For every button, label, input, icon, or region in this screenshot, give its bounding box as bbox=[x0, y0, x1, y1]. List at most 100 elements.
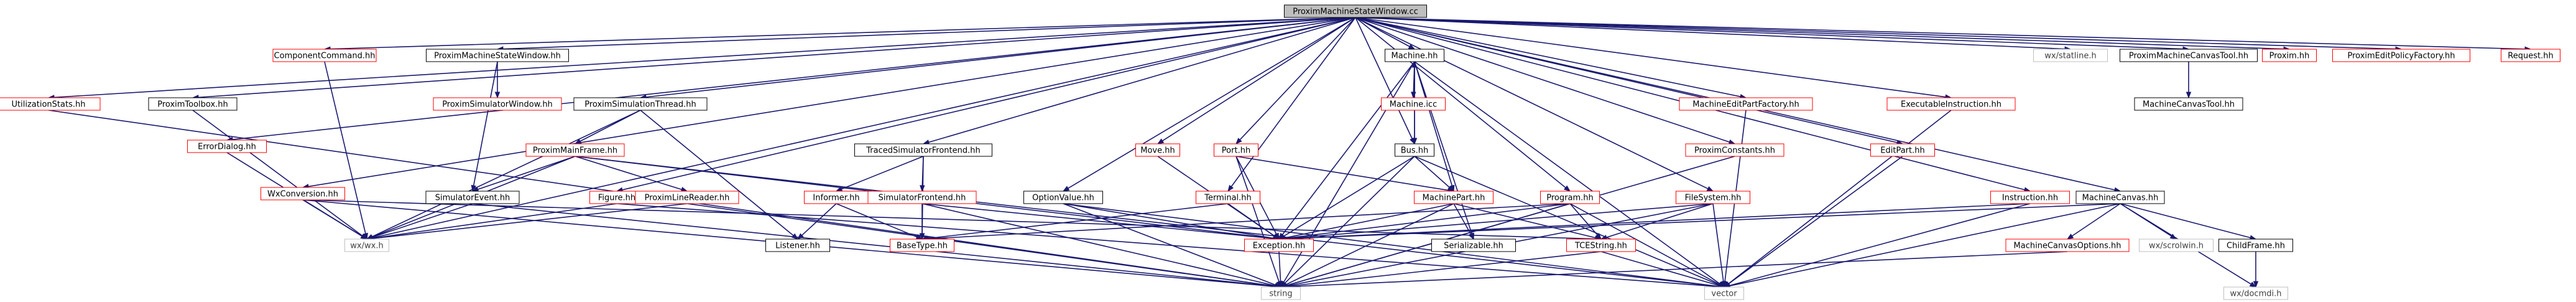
node-execinstr[interactable]: ExecutableInstruction.hh bbox=[1886, 97, 2016, 111]
edge-childframe-to-wxdocmdi bbox=[2253, 252, 2259, 288]
edge-arrowhead bbox=[919, 233, 925, 240]
node-terminal[interactable]: Terminal.hh bbox=[1196, 191, 1260, 204]
node-label: wx/docmdi.h bbox=[2230, 290, 2282, 299]
edge-execinstr-to-vector bbox=[1723, 110, 1952, 288]
edge-root-to-figure bbox=[616, 17, 1356, 192]
edge-line bbox=[1453, 203, 1596, 238]
node-root: ProximMachineStateWindow.cc bbox=[1284, 4, 1427, 18]
edge-machinepart-to-serializable bbox=[1453, 203, 1474, 240]
node-label: TCEString.hh bbox=[1574, 242, 1627, 251]
node-wxconversion[interactable]: WxConversion.hh bbox=[261, 187, 345, 201]
edge-arrowhead bbox=[1235, 138, 1242, 145]
node-mco[interactable]: MachineCanvasOptions.hh bbox=[2005, 238, 2130, 252]
node-machinepart[interactable]: MachinePart.hh bbox=[1414, 191, 1493, 204]
node-listener[interactable]: Listener.hh bbox=[765, 238, 830, 252]
node-box bbox=[433, 97, 562, 111]
node-machineicc[interactable]: Machine.icc bbox=[1381, 97, 1446, 111]
edge-line bbox=[1355, 17, 2184, 50]
edge-line bbox=[686, 203, 1276, 287]
node-machine[interactable]: Machine.hh bbox=[1385, 49, 1444, 62]
node-box bbox=[2501, 49, 2560, 62]
node-mepf[interactable]: MachineEditPartFactory.hh bbox=[1679, 97, 1813, 111]
node-box bbox=[1135, 143, 1180, 157]
node-component[interactable]: ComponentCommand.hh bbox=[272, 49, 377, 62]
edge-line bbox=[371, 110, 641, 237]
edge-line bbox=[1286, 251, 1602, 287]
node-box bbox=[2033, 49, 2108, 62]
node-informer[interactable]: Informer.hh bbox=[804, 191, 869, 204]
node-box bbox=[2134, 97, 2243, 111]
node-box bbox=[1284, 4, 1427, 18]
edge-line bbox=[1600, 251, 1719, 286]
node-program[interactable]: Program.hh bbox=[1540, 191, 1600, 204]
edge-line bbox=[1414, 61, 1472, 234]
node-port[interactable]: Port.hh bbox=[1214, 143, 1258, 157]
node-plr[interactable]: ProximLineReader.hh bbox=[635, 191, 739, 204]
node-box bbox=[525, 143, 625, 157]
node-label: Serializable.hh bbox=[1444, 242, 1503, 251]
node-instruction[interactable]: Instruction.hh bbox=[1990, 191, 2070, 204]
node-filesystem[interactable]: FileSystem.hh bbox=[1676, 191, 1750, 204]
node-box bbox=[2005, 238, 2130, 252]
edge-line bbox=[1284, 203, 1571, 239]
edge-line bbox=[1285, 203, 1454, 285]
node-box bbox=[2075, 191, 2165, 204]
node-utilization[interactable]: UtilizationStats.hh bbox=[0, 97, 101, 111]
node-pepf[interactable]: ProximEditPolicyFactory.hh bbox=[2332, 49, 2470, 62]
node-bus[interactable]: Bus.hh bbox=[1395, 143, 1434, 157]
node-box bbox=[1261, 286, 1301, 300]
node-proximconst[interactable]: ProximConstants.hh bbox=[1685, 143, 1784, 157]
node-figure[interactable]: Figure.hh bbox=[589, 191, 644, 204]
edge-arrowhead bbox=[2186, 92, 2192, 99]
node-pmsw[interactable]: ProximMachineStateWindow.hh bbox=[426, 49, 569, 62]
edge-line bbox=[1284, 156, 1415, 284]
node-pst[interactable]: ProximSimulationThread.hh bbox=[573, 97, 708, 111]
node-box bbox=[0, 97, 101, 111]
edge-line bbox=[801, 203, 837, 236]
node-simevent[interactable]: SimulatorEvent.hh bbox=[425, 191, 520, 204]
node-basetype[interactable]: BaseType.hh bbox=[890, 238, 954, 252]
node-errordialog[interactable]: ErrorDialog.hh bbox=[187, 139, 267, 153]
edge-arrowhead bbox=[494, 92, 501, 99]
node-mct[interactable]: MachineCanvasTool.hh bbox=[2134, 97, 2243, 111]
node-move[interactable]: Move.hh bbox=[1135, 143, 1180, 157]
node-psw[interactable]: ProximSimulatorWindow.hh bbox=[433, 97, 562, 111]
node-proxim[interactable]: Proxim.hh bbox=[2262, 49, 2317, 62]
node-serializable[interactable]: Serializable.hh bbox=[1431, 238, 1516, 252]
edge-line bbox=[1230, 17, 1356, 187]
edge-arrowhead bbox=[1156, 138, 1165, 144]
edge-pmct-to-mct bbox=[2186, 62, 2192, 99]
node-pmf[interactable]: ProximMainFrame.hh bbox=[525, 143, 625, 157]
node-proximtoolbox[interactable]: ProximToolbox.hh bbox=[148, 97, 238, 111]
edge-line bbox=[1728, 110, 1952, 285]
edge-line bbox=[1355, 17, 1413, 139]
node-simfront[interactable]: SimulatorFrontend.hh bbox=[867, 191, 977, 204]
edge-arrowhead bbox=[360, 234, 368, 240]
edge-line bbox=[53, 17, 1356, 98]
edge-line bbox=[1355, 17, 1946, 98]
node-machinecanvas[interactable]: MachineCanvas.hh bbox=[2075, 191, 2165, 204]
node-label: BaseType.hh bbox=[897, 242, 948, 251]
edge-line bbox=[622, 17, 1356, 191]
node-label: Move.hh bbox=[1140, 146, 1175, 156]
node-label: Port.hh bbox=[1222, 146, 1250, 156]
edge-line bbox=[1569, 203, 1720, 285]
node-tcestring[interactable]: TCEString.hh bbox=[1566, 238, 1636, 252]
edge-line bbox=[841, 156, 924, 190]
node-request[interactable]: Request.hh bbox=[2501, 49, 2560, 62]
edge-line bbox=[575, 156, 682, 191]
node-box bbox=[635, 191, 739, 204]
node-pmct[interactable]: ProximMachineCanvasTool.hh bbox=[2120, 49, 2258, 62]
edge-line bbox=[927, 203, 1229, 239]
edge-arrowhead bbox=[1447, 185, 1455, 192]
node-box bbox=[1886, 97, 2016, 111]
node-editpart[interactable]: EditPart.hh bbox=[1870, 143, 1935, 157]
node-childframe[interactable]: ChildFrame.hh bbox=[2218, 238, 2293, 252]
edge-line bbox=[928, 17, 1356, 143]
node-tsf[interactable]: TracedSimulatorFrontend.hh bbox=[854, 143, 992, 157]
edge-arrowhead bbox=[1408, 44, 1416, 50]
node-exception[interactable]: Exception.hh bbox=[1244, 238, 1314, 252]
node-optionvalue[interactable]: OptionValue.hh bbox=[1023, 191, 1103, 204]
node-box bbox=[1540, 191, 1600, 204]
edge-line bbox=[232, 17, 1356, 140]
